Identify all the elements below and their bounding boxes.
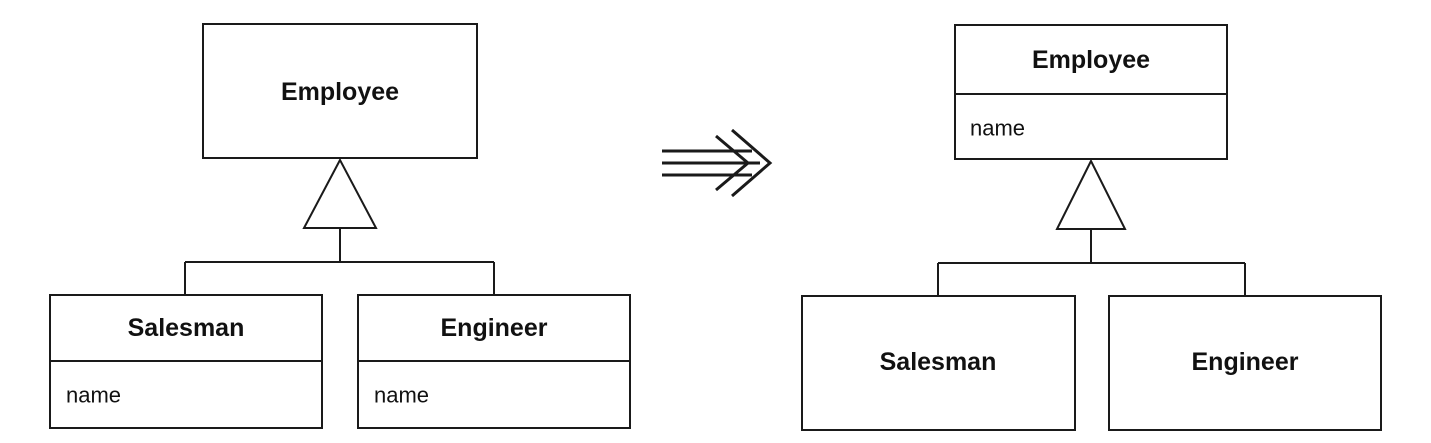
after-salesman-box [801,295,1076,431]
before-engineer-attribute: name [374,383,429,408]
before-inheritance-triangle [302,157,378,229]
before-employee-class: Employee [202,23,478,159]
after-salesman-name: Salesman [880,348,997,376]
after-diagram: Employee name Salesman Engineer [801,24,1382,431]
before-diagram: Employee Salesman name Engineer name [49,23,631,429]
before-employee-box [202,23,478,159]
before-employee-name: Employee [281,78,399,106]
after-engineer-name: Engineer [1192,348,1299,376]
before-generalization [184,157,495,295]
after-engineer-box [1108,295,1382,431]
after-engineer-class: Engineer [1108,295,1382,431]
after-inheritance-triangle [1055,158,1127,230]
before-engineer-class: Engineer name [357,294,631,429]
after-employee-attribute: name [970,116,1025,141]
before-salesman-class: Salesman name [49,294,323,429]
after-employee-class: Employee name [954,24,1228,160]
before-salesman-name: Salesman [128,314,245,342]
after-employee-name: Employee [1032,46,1150,74]
refactoring-arrow-icon [662,128,773,198]
before-engineer-name: Engineer [441,314,548,342]
after-generalization [937,158,1246,296]
before-salesman-attribute: name [66,383,121,408]
after-salesman-class: Salesman [801,295,1076,431]
